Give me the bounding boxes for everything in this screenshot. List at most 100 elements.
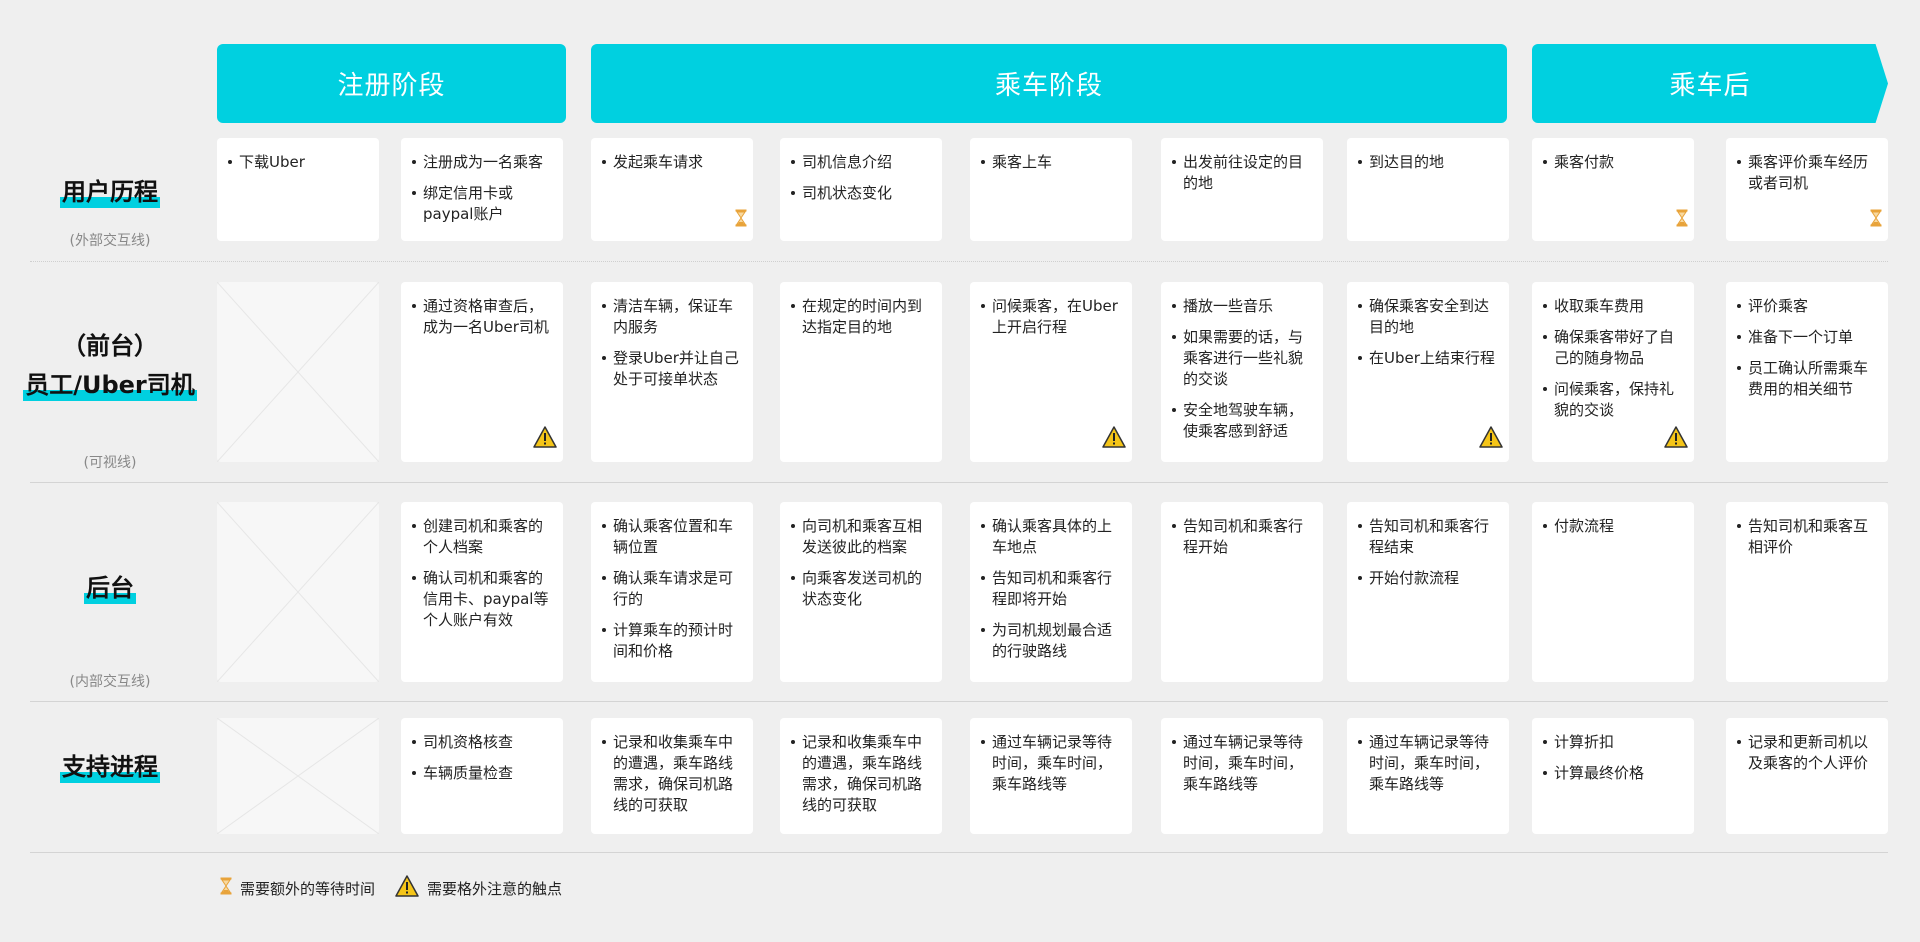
card-bullet-item: 准备下一个订单	[1737, 327, 1880, 348]
phase-after-ride: 乘车后	[1532, 44, 1888, 123]
blueprint-card: 乘客付款	[1532, 138, 1694, 241]
card-bullets: 记录和收集乘车中的遭遇，乘车路线需求，确保司机路线的可获取	[788, 732, 934, 816]
card-bullet-item: 司机信息介绍	[791, 152, 934, 173]
card-bullet-item: 司机状态变化	[791, 183, 934, 204]
image-placeholder	[217, 718, 379, 834]
card-bullets: 乘客评价乘车经历或者司机	[1734, 152, 1880, 194]
warning-icon	[1102, 426, 1126, 452]
blueprint-card: 问候乘客，在Uber上开启行程	[970, 282, 1132, 462]
card-bullets: 创建司机和乘客的个人档案确认司机和乘客的信用卡、paypal等个人账户有效	[409, 516, 555, 631]
blueprint-card: 播放一些音乐如果需要的话，与乘客进行一些礼貌的交谈安全地驾驶车辆，使乘客感到舒适	[1161, 282, 1323, 462]
card-bullet-item: 乘客付款	[1543, 152, 1686, 173]
card-bullets: 告知司机和乘客行程开始	[1169, 516, 1315, 558]
card-bullet-item: 记录和收集乘车中的遭遇，乘车路线需求，确保司机路线的可获取	[791, 732, 934, 816]
warning-icon	[1479, 426, 1503, 452]
row-title-user-journey: 用户历程	[60, 176, 160, 208]
card-bullet-item: 确认乘客具体的上车地点	[981, 516, 1124, 558]
card-bullet-item: 记录和更新司机以及乘客的个人评价	[1737, 732, 1880, 774]
card-bullet-item: 绑定信用卡或paypal账户	[412, 183, 555, 225]
blueprint-card: 收取乘车费用确保乘客带好了自己的随身物品问候乘客，保持礼貌的交谈	[1532, 282, 1694, 462]
card-bullets: 通过资格审查后，成为一名Uber司机	[409, 296, 555, 338]
card-bullets: 付款流程	[1540, 516, 1686, 537]
blueprint-card: 向司机和乘客互相发送彼此的档案向乘客发送司机的状态变化	[780, 502, 942, 682]
card-bullets: 通过车辆记录等待时间，乘车时间，乘车路线等	[1355, 732, 1501, 795]
card-bullet-item: 问候乘客，在Uber上开启行程	[981, 296, 1124, 338]
card-bullet-item: 通过车辆记录等待时间，乘车时间，乘车路线等	[1172, 732, 1315, 795]
card-bullets: 到达目的地	[1355, 152, 1501, 173]
blueprint-card: 司机信息介绍司机状态变化	[780, 138, 942, 241]
blueprint-card: 付款流程	[1532, 502, 1694, 682]
card-bullet-item: 通过车辆记录等待时间，乘车时间，乘车路线等	[981, 732, 1124, 795]
row-sub-user-journey: (外部交互线)	[69, 233, 151, 249]
blueprint-card: 告知司机和乘客行程开始	[1161, 502, 1323, 682]
card-bullet-item: 计算折扣	[1543, 732, 1686, 753]
card-bullet-item: 下载Uber	[228, 152, 371, 173]
row-title-backstage: 后台	[84, 572, 136, 604]
row-label-backstage: 后台	[20, 572, 200, 604]
card-bullet-item: 确认乘客位置和车辆位置	[602, 516, 745, 558]
card-bullets: 通过车辆记录等待时间，乘车时间，乘车路线等	[1169, 732, 1315, 795]
image-placeholder	[217, 282, 379, 462]
card-bullet-item: 发起乘车请求	[602, 152, 745, 173]
blueprint-card: 确保乘客安全到达目的地在Uber上结束行程	[1347, 282, 1509, 462]
legend-hourglass-label: 需要额外的等待时间	[240, 879, 376, 898]
blueprint-card: 创建司机和乘客的个人档案确认司机和乘客的信用卡、paypal等个人账户有效	[401, 502, 563, 682]
card-bullets: 在规定的时间内到达指定目的地	[788, 296, 934, 338]
card-bullets: 评价乘客准备下一个订单员工确认所需乘车费用的相关细节	[1734, 296, 1880, 400]
card-bullet-item: 如果需要的话，与乘客进行一些礼貌的交谈	[1172, 327, 1315, 390]
legend: 需要额外的等待时间 需要格外注意的触点	[220, 875, 582, 901]
image-placeholder	[217, 502, 379, 682]
warning-icon	[395, 875, 419, 901]
card-bullet-item: 向司机和乘客互相发送彼此的档案	[791, 516, 934, 558]
blueprint-card: 记录和收集乘车中的遭遇，乘车路线需求，确保司机路线的可获取	[591, 718, 753, 834]
hourglass-icon	[735, 209, 747, 231]
warning-icon	[1664, 426, 1688, 452]
blueprint-card: 清洁车辆，保证车内服务登录Uber并让自己处于可接单状态	[591, 282, 753, 462]
placeholder-cross-icon	[217, 502, 379, 682]
card-bullet-item: 确认乘车请求是可行的	[602, 568, 745, 610]
blueprint-card: 注册成为一名乘客绑定信用卡或paypal账户	[401, 138, 563, 241]
card-bullet-item: 创建司机和乘客的个人档案	[412, 516, 555, 558]
card-bullets: 播放一些音乐如果需要的话，与乘客进行一些礼貌的交谈安全地驾驶车辆，使乘客感到舒适	[1169, 296, 1315, 442]
card-bullets: 出发前往设定的目的地	[1169, 152, 1315, 194]
blueprint-card: 到达目的地	[1347, 138, 1509, 241]
card-bullet-item: 告知司机和乘客互相评价	[1737, 516, 1880, 558]
card-bullet-item: 乘客评价乘车经历或者司机	[1737, 152, 1880, 194]
card-bullet-item: 计算乘车的预计时间和价格	[602, 620, 745, 662]
card-bullet-item: 清洁车辆，保证车内服务	[602, 296, 745, 338]
card-bullet-item: 为司机规划最合适的行驶路线	[981, 620, 1124, 662]
card-bullet-item: 确保乘客带好了自己的随身物品	[1543, 327, 1686, 369]
row-label-user-journey: 用户历程	[20, 176, 200, 208]
card-bullets: 告知司机和乘客互相评价	[1734, 516, 1880, 558]
card-bullets: 收取乘车费用确保乘客带好了自己的随身物品问候乘客，保持礼貌的交谈	[1540, 296, 1686, 421]
card-bullet-item: 问候乘客，保持礼貌的交谈	[1543, 379, 1686, 421]
card-bullet-item: 在规定的时间内到达指定目的地	[791, 296, 934, 338]
row-label-support: 支持进程	[20, 751, 200, 783]
card-bullets: 注册成为一名乘客绑定信用卡或paypal账户	[409, 152, 555, 225]
blueprint-card: 发起乘车请求	[591, 138, 753, 241]
blueprint-card: 记录和收集乘车中的遭遇，乘车路线需求，确保司机路线的可获取	[780, 718, 942, 834]
card-bullet-item: 播放一些音乐	[1172, 296, 1315, 317]
blueprint-card: 通过资格审查后，成为一名Uber司机	[401, 282, 563, 462]
card-bullets: 告知司机和乘客行程结束开始付款流程	[1355, 516, 1501, 589]
card-bullet-item: 向乘客发送司机的状态变化	[791, 568, 934, 610]
card-bullet-item: 告知司机和乘客行程结束	[1358, 516, 1501, 558]
card-bullets: 确保乘客安全到达目的地在Uber上结束行程	[1355, 296, 1501, 369]
card-bullets: 问候乘客，在Uber上开启行程	[978, 296, 1124, 338]
row-paren-frontstage: （前台）	[62, 332, 158, 360]
card-bullet-item: 计算最终价格	[1543, 763, 1686, 784]
card-bullet-item: 注册成为一名乘客	[412, 152, 555, 173]
row-sub-frontstage: (可视线)	[83, 455, 137, 471]
line-of-interaction	[30, 261, 1888, 262]
card-bullet-item: 通过资格审查后，成为一名Uber司机	[412, 296, 555, 338]
row-title-support: 支持进程	[60, 751, 160, 783]
card-bullet-item: 告知司机和乘客行程开始	[1172, 516, 1315, 558]
card-bullet-item: 司机资格核查	[412, 732, 555, 753]
legend-warning-label: 需要格外注意的触点	[427, 879, 563, 898]
card-bullet-item: 出发前往设定的目的地	[1172, 152, 1315, 194]
blueprint-card: 通过车辆记录等待时间，乘车时间，乘车路线等	[970, 718, 1132, 834]
card-bullet-item: 确认司机和乘客的信用卡、paypal等个人账户有效	[412, 568, 555, 631]
card-bullet-item: 车辆质量检查	[412, 763, 555, 784]
blueprint-card: 确认乘客位置和车辆位置确认乘车请求是可行的计算乘车的预计时间和价格	[591, 502, 753, 682]
row-label-frontstage: （前台） 员工/Uber司机	[20, 326, 200, 401]
